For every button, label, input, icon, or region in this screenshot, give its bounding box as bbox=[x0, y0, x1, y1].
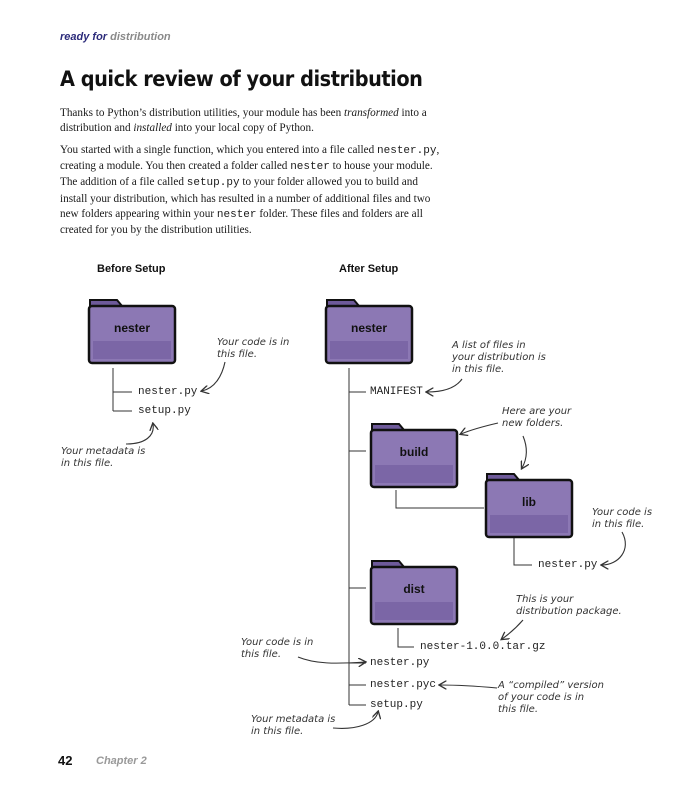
after-file-nester-py: nester.py bbox=[370, 657, 430, 669]
note-line: A “compiled” version bbox=[498, 680, 604, 691]
folder-icon bbox=[484, 473, 574, 539]
running-header: ready for distribution bbox=[60, 31, 171, 43]
arrow-manifest bbox=[427, 378, 463, 392]
note-manifest: A list of files in your distribution is … bbox=[452, 340, 546, 376]
note-lib-code: Your code is in this file. bbox=[592, 507, 652, 531]
note-line: A list of files in bbox=[452, 340, 526, 351]
folder-icon bbox=[324, 299, 414, 365]
dist-folder: dist bbox=[369, 558, 459, 626]
arrow-after-code bbox=[297, 656, 365, 663]
chapter-label: Chapter 2 bbox=[96, 755, 147, 767]
after-tree-line bbox=[348, 368, 366, 706]
note-before-meta: Your metadata is in this file. bbox=[61, 446, 145, 470]
folder-label: nester bbox=[350, 321, 388, 335]
before-setup-heading: Before Setup bbox=[97, 263, 166, 275]
note-line: this file. bbox=[241, 649, 281, 660]
before-file-nester-py: nester.py bbox=[138, 386, 198, 398]
para2-text2: , creating a module. You then created a … bbox=[60, 144, 440, 173]
arrow-before-meta bbox=[125, 424, 153, 445]
note-line: Your metadata is bbox=[251, 714, 336, 725]
dist-tree-line bbox=[397, 628, 414, 648]
note-line: your distribution is bbox=[452, 352, 546, 363]
para1-text1: Thanks to Python’s distribution utilitie… bbox=[60, 107, 345, 119]
note-line: this file. bbox=[498, 704, 538, 715]
before-nester-folder: nester bbox=[87, 297, 177, 365]
before-file-setup-py: setup.py bbox=[138, 405, 191, 417]
before-tree-line bbox=[112, 368, 132, 412]
para1-text2: into a distribution and bbox=[60, 107, 427, 135]
lib-folder: lib bbox=[484, 471, 574, 539]
note-line: Here are your bbox=[502, 406, 572, 417]
note-line: This is your bbox=[516, 594, 574, 605]
lib-file-nester-py: nester.py bbox=[538, 559, 598, 571]
build-tree-line bbox=[395, 490, 484, 509]
note-line: in this file. bbox=[251, 726, 304, 737]
para2-text4: to your folder allowed you to build and … bbox=[60, 176, 431, 220]
para1-em2: installed bbox=[133, 122, 172, 135]
note-after-code: Your code is in this file. bbox=[241, 637, 313, 661]
folder-label: build bbox=[399, 445, 429, 459]
folder-label: nester bbox=[113, 321, 151, 335]
note-line: this file. bbox=[217, 349, 257, 360]
para2-code3: setup.py bbox=[186, 177, 240, 190]
note-line: Your code is bbox=[592, 507, 653, 518]
arrow-new-folders bbox=[461, 422, 499, 434]
arrow-pyc bbox=[440, 685, 498, 688]
note-pyc: A “compiled” version of your code is in … bbox=[498, 680, 604, 716]
note-line: Your code is in bbox=[241, 637, 314, 648]
para2-text3: to house your module. The addition of a … bbox=[60, 160, 433, 189]
note-line: in this file. bbox=[592, 519, 645, 530]
arrow-dist bbox=[502, 619, 524, 639]
build-folder: build bbox=[369, 421, 459, 489]
note-line: Your metadata is bbox=[61, 446, 146, 457]
page-title: A quick review of your distribution bbox=[60, 67, 423, 91]
after-file-manifest: MANIFEST bbox=[370, 386, 423, 398]
para2-code2: nester bbox=[290, 161, 330, 174]
note-line: distribution package. bbox=[516, 606, 622, 617]
intro-paragraph-2: You started with a single function, whic… bbox=[60, 143, 440, 238]
note-before-code: Your code is in this file. bbox=[217, 337, 289, 361]
folder-icon bbox=[369, 423, 459, 489]
header-kicker-part1: ready for bbox=[60, 31, 108, 43]
note-after-meta: Your metadata is in this file. bbox=[251, 714, 335, 738]
intro-paragraph-1: Thanks to Python’s distribution utilitie… bbox=[60, 106, 440, 136]
folder-label: lib bbox=[522, 495, 536, 509]
para2-text1: You started with a single function, whic… bbox=[60, 144, 378, 156]
para1-em1: transformed bbox=[344, 107, 399, 119]
note-line: in this file. bbox=[452, 364, 505, 375]
after-file-nester-pyc: nester.pyc bbox=[370, 679, 437, 691]
note-line: in this file. bbox=[61, 458, 114, 469]
note-line: Your code is in bbox=[217, 337, 290, 348]
note-dist: This is your distribution package. bbox=[516, 594, 622, 618]
arrow-lib-code bbox=[602, 531, 626, 565]
para2-code4: nester bbox=[216, 208, 257, 221]
note-new-folders: Here are your new folders. bbox=[502, 406, 571, 430]
para1-text3: into your local copy of Python. bbox=[171, 122, 314, 135]
page-number: 42 bbox=[58, 753, 73, 768]
folder-icon bbox=[87, 299, 177, 365]
arrow-new-folders-down bbox=[522, 435, 526, 468]
folder-label: dist bbox=[403, 582, 425, 596]
after-file-setup-py: setup.py bbox=[370, 699, 423, 711]
folder-icon bbox=[369, 560, 459, 626]
note-line: of your code is in bbox=[498, 692, 585, 703]
para2-code1: nester.py bbox=[377, 145, 437, 157]
para2-text5: folder. These files and folders are all … bbox=[60, 207, 423, 237]
arrow-before-code bbox=[202, 361, 226, 391]
after-nester-folder: nester bbox=[324, 297, 414, 365]
note-line: new folders. bbox=[502, 418, 564, 429]
dist-file-tarball: nester-1.0.0.tar.gz bbox=[420, 641, 546, 653]
after-setup-heading: After Setup bbox=[339, 263, 399, 275]
header-kicker-part2: distribution bbox=[110, 31, 171, 43]
arrow-after-meta bbox=[332, 712, 378, 729]
